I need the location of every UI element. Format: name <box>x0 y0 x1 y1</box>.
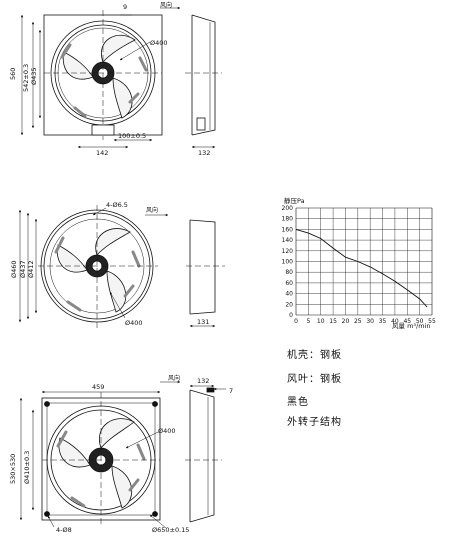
d1-dim-mount-2: Ø435 <box>30 67 38 85</box>
d1-dim-mount-1: 542±0.3 <box>22 64 30 92</box>
d2-dim-side: 131 <box>197 318 209 326</box>
chart-y-tick-label: 0 <box>289 312 293 319</box>
spec-color: 黑色 <box>287 397 309 408</box>
d1-dim-base: 100±0.5 <box>118 132 146 140</box>
drawing-2-side-view <box>186 219 225 315</box>
chart-x-tick-label: 5 <box>306 318 310 325</box>
d1-airflow-label: 风向 <box>160 1 172 9</box>
chart-x-tick-label: 55 <box>428 318 436 325</box>
d3-dim-height-2: Ø410±0.3 <box>23 451 31 484</box>
chart-y-tick-label: 20 <box>285 301 293 308</box>
chart-grid <box>295 207 433 316</box>
d2-airflow-label: 风向 <box>146 206 158 214</box>
d2-dim-height-2: Ø437 <box>19 260 27 278</box>
chart-x-tick-label: 30 <box>366 318 374 325</box>
chart-x-tick-label: 0 <box>294 318 298 325</box>
chart-y-tick-label: 200 <box>282 205 294 212</box>
drawing-3-side-view <box>185 387 222 523</box>
chart-y-tick-label: 180 <box>282 216 294 223</box>
chart-y-tick-label: 120 <box>282 248 294 255</box>
spec-housing: 机壳：钢板 <box>287 350 342 361</box>
d3-dim-height-1: 530×530 <box>9 454 17 484</box>
spec-blade: 风叶：钢板 <box>287 374 342 385</box>
d3-dim-bottom: Ø650±0.15 <box>152 526 189 534</box>
chart-y-tick-label: 100 <box>282 259 294 266</box>
chart-y-tick-label: 40 <box>285 291 293 298</box>
d2-dim-height-3: Ø412 <box>27 260 35 278</box>
chart-y-axis-label: 静压Pa <box>284 196 305 205</box>
chart-x-tick-label: 20 <box>342 318 350 325</box>
drawing-1-side-view <box>185 14 222 136</box>
chart-x-tick-labels: 0 5 10 15 20 25 30 35 40 45 50 55 <box>294 318 436 325</box>
chart-x-axis-label: 风量 m³/min <box>392 322 430 330</box>
chart-x-tick-label: 35 <box>379 318 387 325</box>
d2-dim-height-1: Ø460 <box>10 260 18 278</box>
chart-x-tick-label: 50 <box>416 318 424 325</box>
d1-dim-side: 132 <box>198 149 210 157</box>
chart-x-tick-label: 45 <box>403 318 411 325</box>
chart-x-tick-label: 15 <box>329 318 337 325</box>
drawing-2-dimensions <box>18 207 216 328</box>
chart-series-line <box>295 228 428 308</box>
chart-x-tick-label: 40 <box>391 318 399 325</box>
d3-dim-holes: 4-Ø8 <box>56 526 72 534</box>
chart-y-tick-label: 60 <box>285 280 293 287</box>
drawing-1-front-view <box>43 10 163 140</box>
drawing-2-front-view <box>38 205 158 328</box>
chart-x-tick-label: 10 <box>317 318 325 325</box>
drawing-3-front-view <box>41 392 161 526</box>
spec-rotor: 外转子结构 <box>287 417 342 428</box>
d2-dim-holes: 4-Ø6.5 <box>106 201 128 209</box>
d1-dim-width: 560 <box>9 68 17 80</box>
chart-y-tick-labels: 0 20 40 60 80 100 120 140 160 180 200 <box>282 205 294 319</box>
drawing-3-dimensions <box>19 380 226 529</box>
d3-dim-side-top2: 7 <box>229 387 233 395</box>
d2-dim-impeller: Ø400 <box>125 319 143 327</box>
d1-dim-bottom: 142 <box>96 149 108 157</box>
d3-dim-impeller: Ø400 <box>158 427 176 435</box>
chart-y-tick-label: 80 <box>285 269 293 276</box>
d3-dim-width: 459 <box>92 383 104 391</box>
d3-dim-side-top: 132 <box>197 377 209 385</box>
chart-x-tick-label: 25 <box>354 318 362 325</box>
performance-chart: 0 20 40 60 80 100 120 140 160 180 200 0 5 10 15 20 25 30… <box>282 196 436 330</box>
d1-dim-top: 9 <box>123 3 127 11</box>
d3-airflow-label: 风向 <box>168 374 180 382</box>
drawing-1-dimensions <box>20 6 216 149</box>
chart-y-tick-label: 160 <box>282 226 294 233</box>
chart-y-tick-label: 140 <box>282 237 294 244</box>
d1-dim-impeller: Ø400 <box>150 39 168 47</box>
